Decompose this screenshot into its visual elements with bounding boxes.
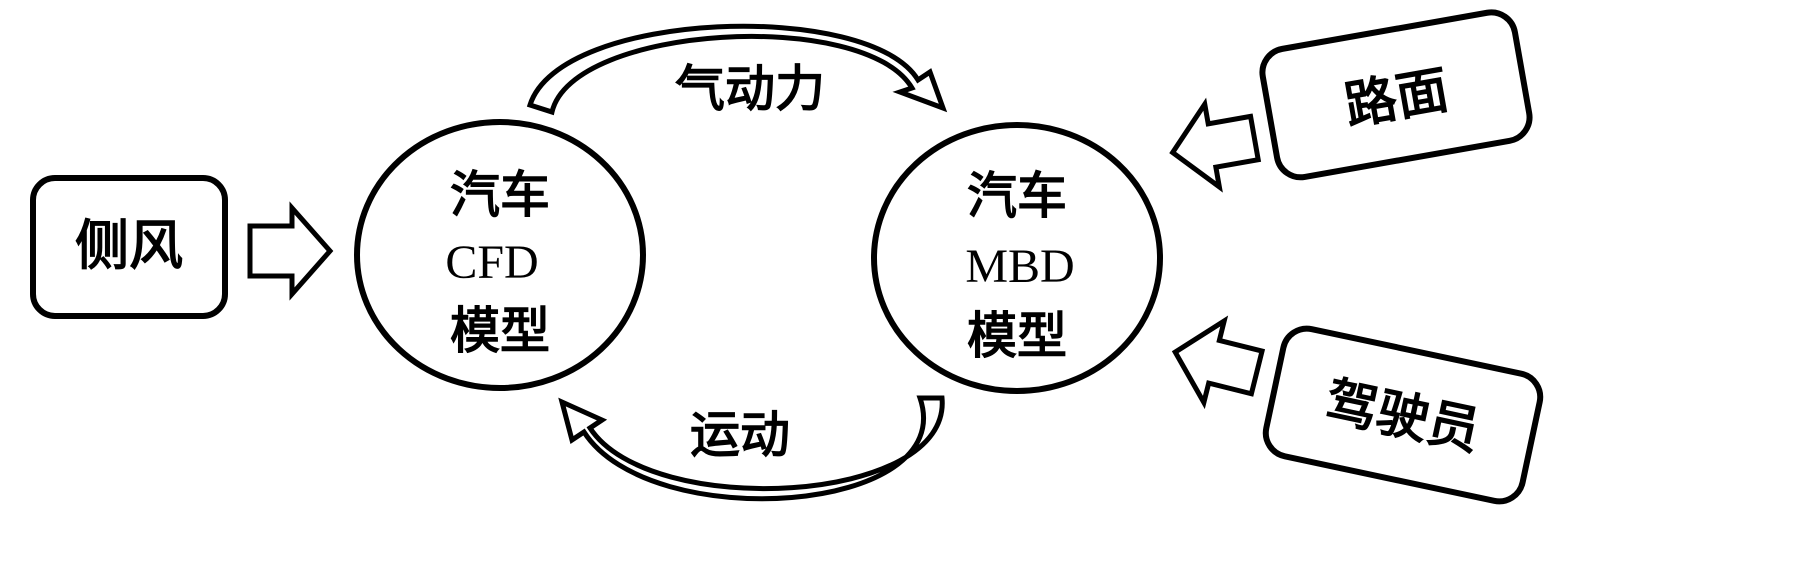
cfd-model-line1: 汽车 (450, 166, 550, 224)
side-wind-arrow (247, 201, 334, 301)
cfd-model-line2: CFD (445, 236, 538, 289)
mbd-model-line1: 汽车 (967, 167, 1067, 225)
road-arrow (1169, 97, 1262, 193)
driver-label: 驾驶员 (1320, 371, 1485, 462)
aero-force-arrow (526, 23, 948, 116)
road-label: 路面 (1340, 60, 1453, 137)
side-wind-label: 侧风 (75, 214, 183, 277)
motion-label: 运动 (690, 406, 790, 464)
side-wind-box: 侧风 (30, 175, 228, 319)
driver-box: 驾驶员 (1262, 325, 1544, 505)
aero-force-label: 气动力 (675, 60, 825, 118)
cfd-model-line3: 模型 (450, 302, 550, 360)
mbd-model-line3: 模型 (967, 307, 1067, 365)
cfd-model-node: 汽车 CFD 模型 (354, 119, 646, 391)
motion-arrow (558, 395, 945, 502)
road-box: 路面 (1259, 9, 1533, 181)
driver-arrow (1171, 315, 1266, 410)
mbd-model-line2: MBD (965, 240, 1074, 293)
mbd-model-node: 汽车 MBD 模型 (871, 122, 1163, 394)
